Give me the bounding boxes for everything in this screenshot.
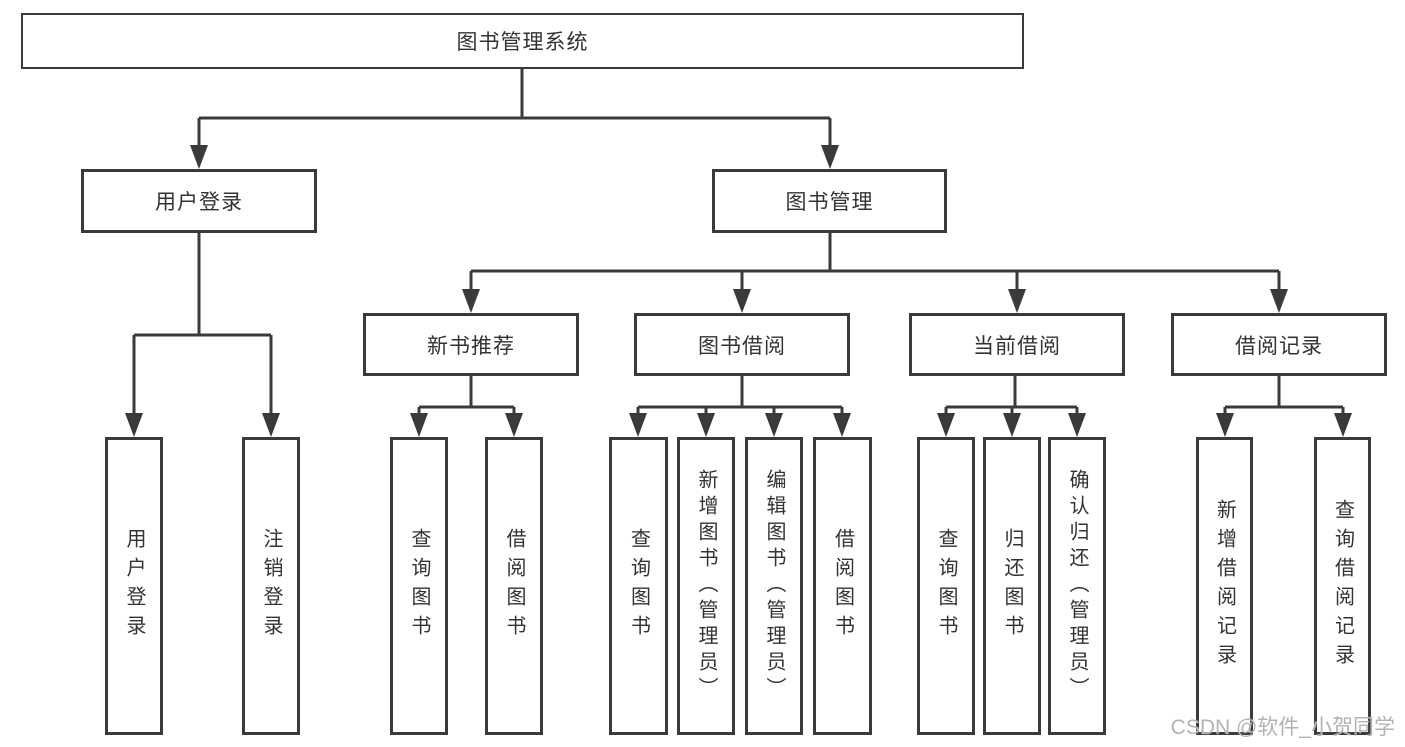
leaf-query-borrow-record-label: 查询借阅记录: [1331, 499, 1354, 673]
leaf-confirm-return-admin-label: 确认归还（管理员）: [1066, 469, 1088, 703]
leaf-query-books-current: 查询图书: [917, 437, 975, 735]
node-book-borrow: 图书借阅: [634, 313, 850, 376]
leaf-logout: 注销登录: [242, 437, 300, 735]
node-user-login-branch-label: 用户登录: [155, 191, 243, 214]
leaf-query-books-current-label: 查询图书: [935, 528, 957, 644]
leaf-borrow-books-recommend: 借阅图书: [485, 437, 543, 735]
node-new-book-recommend-label: 新书推荐: [427, 334, 515, 358]
leaf-return-books-label: 归还图书: [1001, 528, 1023, 644]
leaf-add-borrow-record-label: 新增借阅记录: [1213, 499, 1236, 673]
node-new-book-recommend: 新书推荐: [363, 313, 579, 376]
csdn-watermark: CSDN @软件_小贺同学: [1170, 716, 1395, 739]
node-book-management-branch: 图书管理: [712, 169, 947, 233]
node-root-label: 图书管理系统: [456, 31, 589, 54]
node-borrow-records: 借阅记录: [1171, 313, 1387, 376]
leaf-borrow-books-label: 借阅图书: [831, 528, 854, 644]
leaf-logout-label: 注销登录: [260, 528, 282, 644]
leaf-query-books-recommend-label: 查询图书: [408, 528, 430, 644]
node-book-borrow-label: 图书借阅: [698, 334, 786, 358]
leaf-add-books-admin: 新增图书（管理员）: [677, 437, 735, 735]
node-root-system: 图书管理系统: [21, 13, 1024, 69]
leaf-user-login: 用户登录: [105, 437, 163, 735]
leaf-edit-books-admin: 编辑图书（管理员）: [745, 437, 803, 735]
leaf-edit-books-admin-label: 编辑图书（管理员）: [763, 469, 785, 703]
leaf-add-books-admin-label: 新增图书（管理员）: [695, 469, 717, 703]
node-user-login-branch: 用户登录: [81, 169, 317, 233]
leaf-user-login-label: 用户登录: [123, 528, 145, 644]
node-book-management-label: 图书管理: [785, 191, 874, 214]
leaf-query-books-borrow: 查询图书: [609, 437, 668, 735]
leaf-borrow-books-recommend-label: 借阅图书: [503, 528, 525, 644]
leaf-add-borrow-record: 新增借阅记录: [1196, 437, 1253, 735]
leaf-query-books-recommend: 查询图书: [390, 437, 448, 735]
leaf-borrow-books: 借阅图书: [813, 437, 872, 735]
leaf-return-books: 归还图书: [983, 437, 1041, 735]
leaf-query-books-borrow-label: 查询图书: [627, 528, 650, 644]
leaf-query-borrow-record: 查询借阅记录: [1314, 437, 1371, 735]
node-current-borrow: 当前借阅: [909, 313, 1125, 376]
node-borrow-records-label: 借阅记录: [1235, 334, 1323, 358]
node-current-borrow-label: 当前借阅: [973, 334, 1061, 358]
leaf-confirm-return-admin: 确认归还（管理员）: [1048, 437, 1106, 735]
